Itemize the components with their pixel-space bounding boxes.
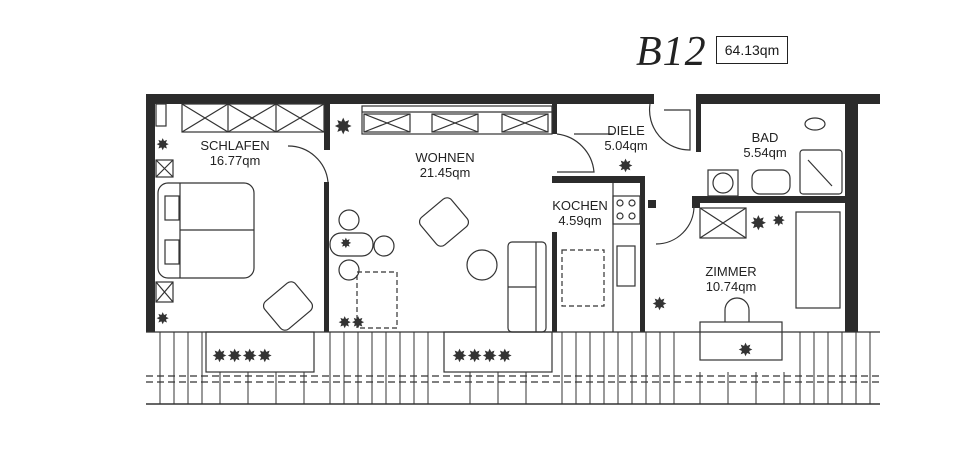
total-area-badge: 64.13qm xyxy=(716,36,788,64)
svg-text:✸: ✸ xyxy=(156,137,169,154)
room-label-diele: DIELE 5.04qm xyxy=(596,123,656,153)
svg-text:✸: ✸ xyxy=(340,235,352,251)
room-area: 10.74qm xyxy=(705,279,757,294)
unit-id: B12 xyxy=(636,29,707,75)
room-name: KOCHEN xyxy=(552,198,608,213)
svg-text:✸: ✸ xyxy=(738,340,753,360)
room-label-schlafen: SCHLAFEN 16.77qm xyxy=(190,138,280,168)
balcony-slats xyxy=(159,332,871,404)
room-name: ZIMMER xyxy=(705,264,757,279)
plant-icons: ✸ ✸ ✸ ✸ ✸ ✸ ✸ ✸ ✸ ✸✸✸✸ ✸✸✸✸ ✸✸ xyxy=(156,114,785,366)
room-area: 5.54qm xyxy=(743,145,787,160)
room-name: BAD xyxy=(751,130,779,145)
svg-text:✸: ✸ xyxy=(772,213,785,230)
svg-text:✸: ✸ xyxy=(652,294,667,314)
svg-text:✸: ✸ xyxy=(618,156,633,176)
room-label-zimmer: ZIMMER 10.74qm xyxy=(696,264,766,294)
balcony-railing xyxy=(146,331,880,405)
svg-text:✸: ✸ xyxy=(334,114,352,139)
svg-text:✸✸✸✸: ✸✸✸✸ xyxy=(212,346,272,366)
room-name: WOHNEN xyxy=(415,150,475,165)
room-area: 16.77qm xyxy=(209,153,261,168)
svg-text:✸: ✸ xyxy=(750,213,767,235)
room-area: 4.59qm xyxy=(558,213,602,228)
svg-text:✸✸: ✸✸ xyxy=(338,315,365,332)
svg-text:✸✸✸✸: ✸✸✸✸ xyxy=(452,346,512,366)
room-label-bad: BAD 5.54qm xyxy=(730,130,800,160)
room-area: 5.04qm xyxy=(604,138,648,153)
walls xyxy=(146,94,880,332)
svg-text:✸: ✸ xyxy=(156,311,169,328)
room-label-wohnen: WOHNEN 21.45qm xyxy=(400,150,490,180)
room-label-kochen: KOCHEN 4.59qm xyxy=(550,198,610,228)
room-area: 21.45qm xyxy=(419,165,471,180)
room-name: SCHLAFEN xyxy=(200,138,270,153)
room-name: DIELE xyxy=(607,123,645,138)
